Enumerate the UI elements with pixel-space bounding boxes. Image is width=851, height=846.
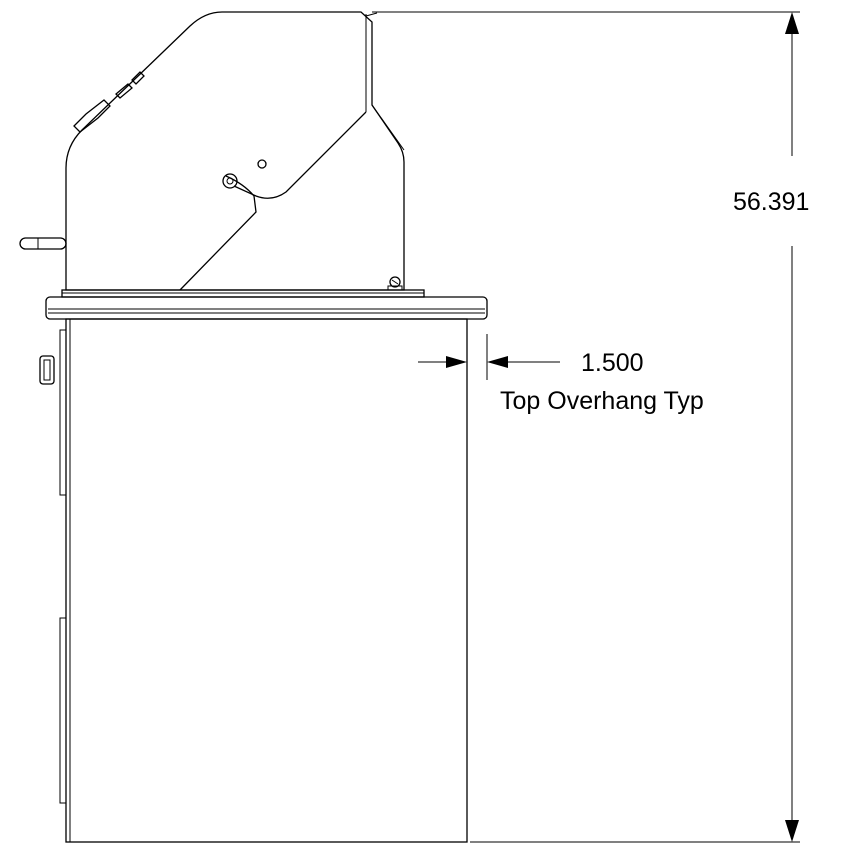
drain-fitting — [387, 276, 403, 291]
top-slab — [45, 296, 488, 320]
overall-height-dimension: 56.391 — [372, 11, 809, 843]
overhang-label: Top Overhang Typ — [500, 387, 704, 415]
cabinet-body — [59, 318, 468, 843]
arrow-up-icon — [785, 12, 799, 34]
overhang-value: 1.500 — [581, 349, 644, 377]
base-plate — [61, 289, 425, 298]
side-latch — [39, 355, 55, 385]
arrow-right-icon — [446, 356, 467, 368]
upper-housing — [19, 11, 405, 291]
top-overhang-dimension: 1.500 Top Overhang Typ — [418, 334, 704, 415]
arrow-left-icon — [487, 356, 508, 368]
overall-height-value: 56.391 — [733, 188, 809, 216]
arrow-down-icon — [785, 820, 799, 842]
